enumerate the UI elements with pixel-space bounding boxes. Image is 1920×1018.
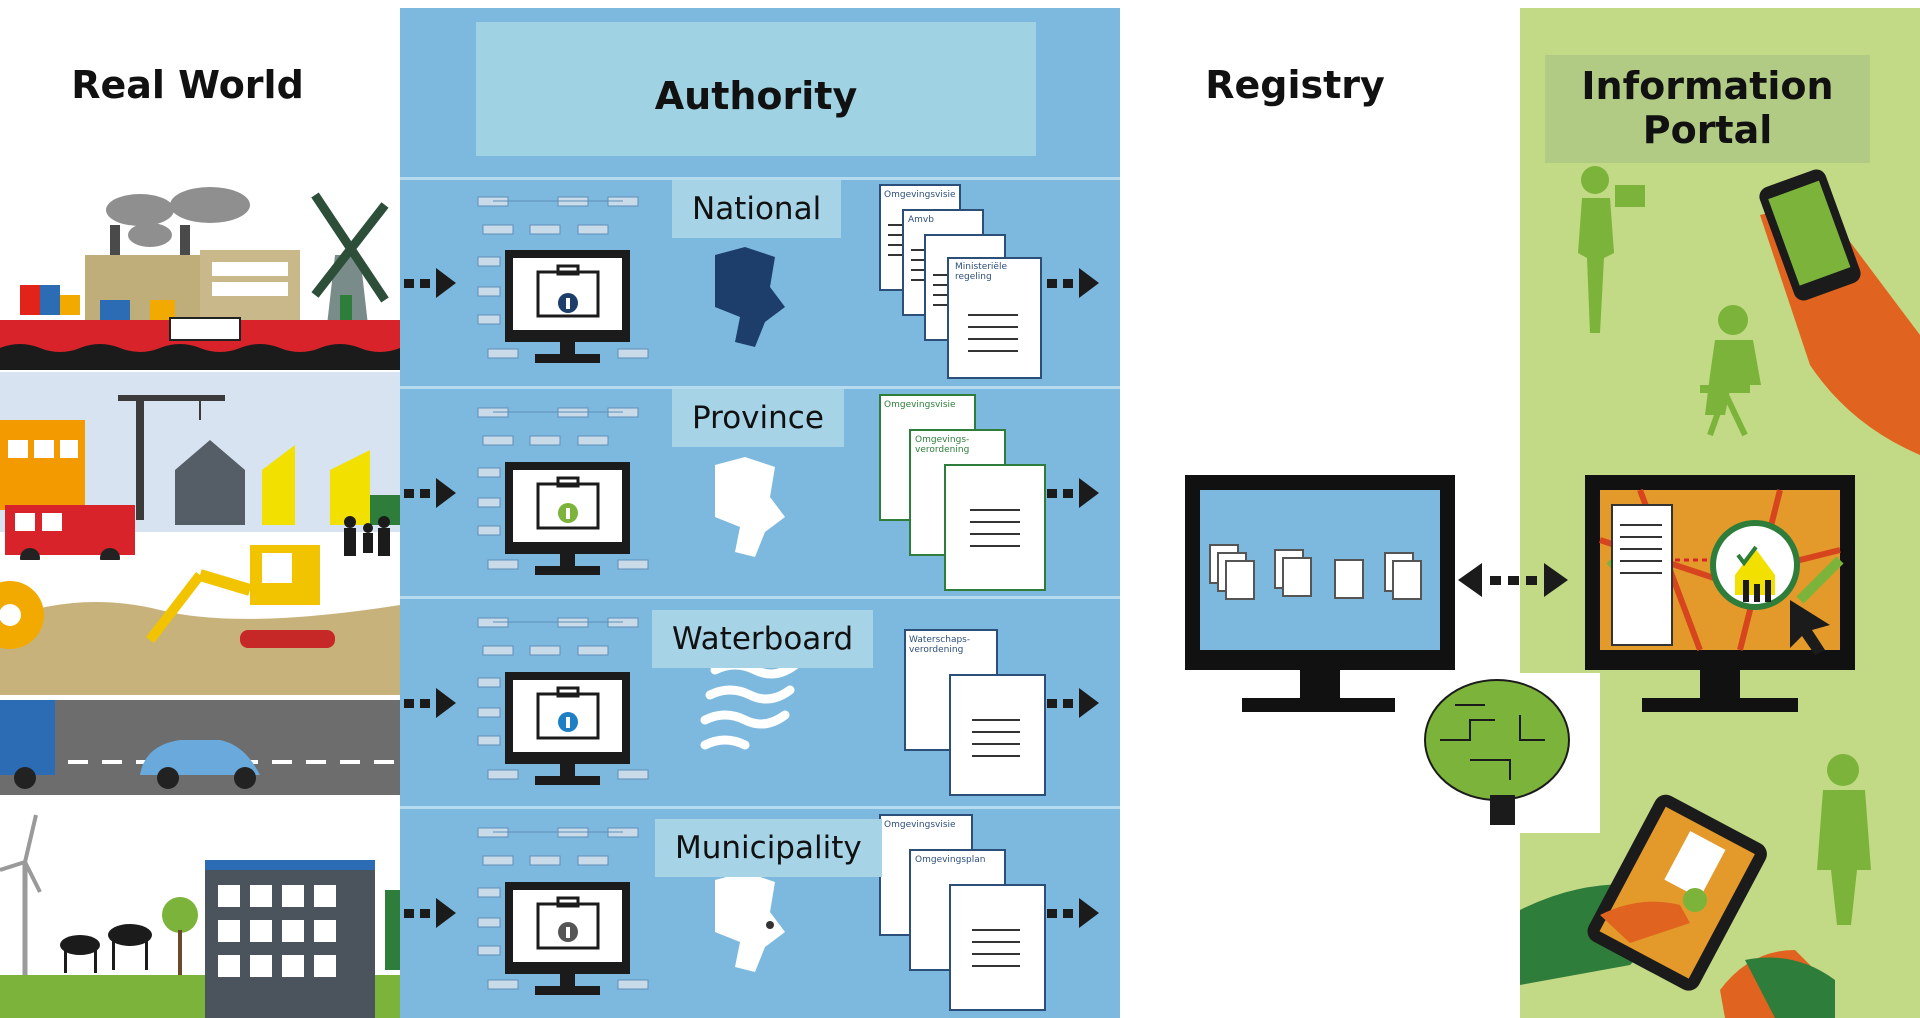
level-label-province: Province bbox=[672, 389, 844, 447]
band-separator bbox=[400, 177, 1120, 180]
band-separator bbox=[400, 596, 1120, 599]
document-title: Amvb bbox=[908, 215, 934, 225]
information-portal-title-line2: Portal bbox=[1642, 108, 1773, 152]
building-icon bbox=[205, 860, 375, 1018]
document-title: Waterschaps-verordening bbox=[909, 635, 971, 655]
information-portal-title: Information Portal bbox=[1545, 64, 1870, 152]
band-separator bbox=[400, 806, 1120, 809]
excavator-icon bbox=[146, 545, 335, 648]
document-title: Omgevings-verordening bbox=[915, 435, 970, 455]
level-label-national: National bbox=[672, 180, 842, 238]
registry-title: Registry bbox=[1205, 63, 1385, 107]
level-label-municipality: Municipality bbox=[655, 819, 882, 877]
band-separator bbox=[400, 386, 1120, 389]
authority-header-box bbox=[476, 22, 1036, 156]
information-portal-header-box bbox=[1545, 55, 1870, 163]
real-world-title: Real World bbox=[71, 63, 304, 107]
authority-title: Authority bbox=[654, 74, 858, 118]
document-title: Omgevingsvisie bbox=[884, 400, 956, 410]
fire-truck-icon bbox=[5, 505, 135, 568]
wind-turbine-icon bbox=[0, 814, 42, 975]
document-title: Ministeriële regeling bbox=[955, 262, 1008, 282]
windmill-icon bbox=[311, 192, 389, 325]
truck-icon bbox=[0, 700, 55, 789]
registry-monitor-icon bbox=[1185, 475, 1455, 712]
document-title: Omgevingsplan bbox=[915, 855, 986, 865]
document-title: Omgevingsvisie bbox=[884, 820, 956, 830]
car-icon bbox=[140, 740, 260, 789]
information-portal-title-line1: Information bbox=[1581, 64, 1834, 108]
deer-icon bbox=[60, 924, 152, 973]
factory-icon bbox=[20, 187, 300, 325]
people-icon bbox=[344, 516, 390, 556]
level-label-waterboard: Waterboard bbox=[652, 610, 874, 668]
crane-icon bbox=[118, 395, 225, 520]
real-world-illustration bbox=[0, 0, 400, 1018]
document-title: Omgevingsvisie bbox=[884, 190, 956, 200]
